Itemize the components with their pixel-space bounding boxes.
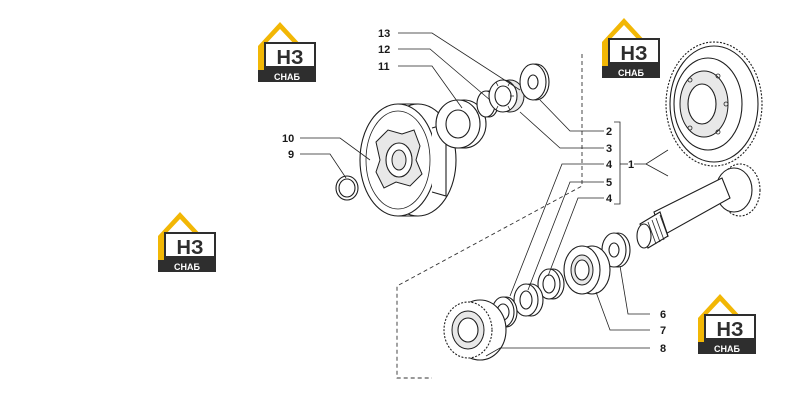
callout-5: 5 (606, 177, 612, 189)
logo-caption: СНАБ (618, 68, 644, 78)
bearing-7 (563, 245, 611, 295)
washer-2 (519, 63, 550, 101)
callout-6: 6 (660, 309, 666, 321)
callout-10: 10 (282, 133, 294, 145)
ring-5 (537, 268, 565, 300)
castle-nut-13 (488, 79, 525, 113)
callout-12: 12 (378, 44, 390, 56)
ring-gear (665, 41, 763, 167)
leader-lines (300, 32, 669, 357)
logo-letters: НЗ (621, 43, 648, 65)
logo-caption: СНАБ (174, 262, 200, 272)
logo-letters: НЗ (717, 319, 744, 341)
callout-11: 11 (378, 61, 390, 73)
callout-1: 1 (628, 159, 634, 171)
logo-caption: СНАБ (714, 344, 740, 354)
pinion-shaft (636, 163, 761, 249)
logo-letters: НЗ (277, 47, 304, 69)
brand-logo: НЗ СНАБ (602, 18, 660, 78)
snap-ring-inner (338, 178, 356, 198)
callout-8: 8 (660, 343, 666, 355)
callout-4-second: 4 (606, 193, 613, 205)
callout-3: 3 (606, 143, 612, 155)
callout-13: 13 (378, 28, 390, 40)
washer-11 (435, 99, 487, 149)
bearing-8 (443, 299, 507, 361)
brand-logo: НЗ СНАБ (698, 294, 756, 354)
callout-7: 7 (660, 325, 666, 337)
logo-caption: СНАБ (274, 72, 300, 82)
callout-9: 9 (288, 149, 294, 161)
callout-2: 2 (606, 126, 612, 138)
dashed-frame-line (396, 54, 583, 379)
brand-logo: НЗ СНАБ (258, 22, 316, 82)
callout-4: 4 (606, 159, 613, 171)
brand-logo: НЗ СНАБ (158, 212, 216, 272)
logo-letters: НЗ (177, 237, 204, 259)
ring-4 (513, 283, 544, 317)
